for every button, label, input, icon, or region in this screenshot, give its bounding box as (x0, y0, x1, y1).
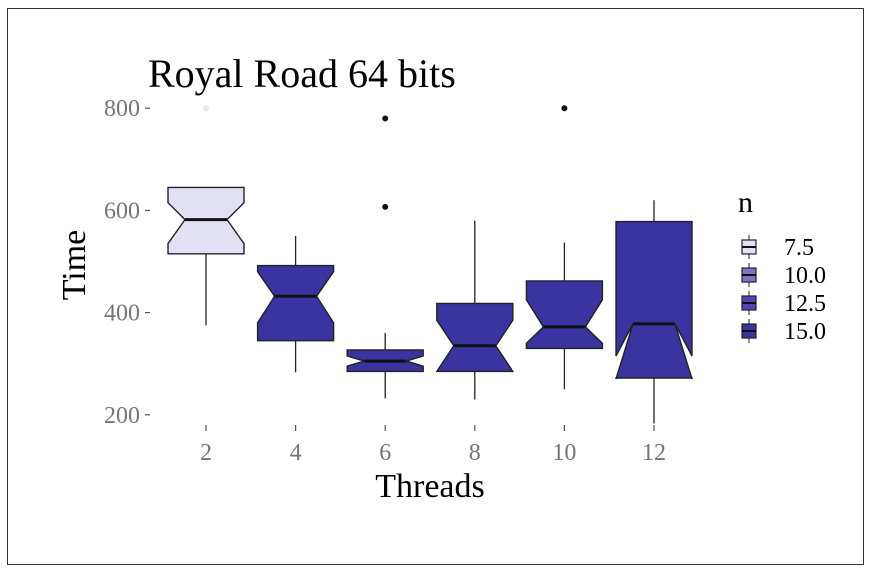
x-tick-label: 10 (552, 440, 576, 466)
y-axis-title: Time (56, 230, 93, 301)
legend-label: 7.5 (784, 235, 814, 261)
outlier-point (561, 105, 568, 112)
legend: n 7.510.012.515.0 (738, 186, 826, 345)
legend-label: 12.5 (784, 291, 826, 317)
box-body (525, 280, 604, 350)
outlier-point (382, 203, 389, 210)
y-tick-label: 400 (104, 301, 140, 327)
legend-item: 10.0 (741, 263, 826, 289)
box-6 (346, 115, 424, 399)
box-2 (167, 105, 245, 326)
y-tick-label: 800 (104, 96, 140, 122)
x-axis: 2 4 6 8 10 12 (200, 425, 666, 466)
box-8 (435, 220, 515, 400)
legend-item: 15.0 (741, 319, 826, 345)
box-10 (525, 105, 604, 390)
legend-label: 15.0 (784, 319, 826, 345)
legend-title: n (738, 186, 753, 219)
chart-frame (7, 8, 864, 565)
outlier-point (382, 115, 389, 122)
y-tick-label: 200 (104, 403, 140, 429)
y-tick-label: 600 (104, 198, 140, 224)
box-body (615, 220, 693, 380)
box-body (256, 264, 335, 342)
x-tick-label: 6 (379, 440, 391, 466)
box-body (435, 302, 515, 373)
box-12 (615, 200, 693, 424)
x-tick-label: 12 (642, 440, 666, 466)
outlier-point (203, 105, 209, 112)
legend-label: 10.0 (784, 263, 826, 289)
chart-title: Royal Road 64 bits (148, 51, 456, 96)
x-tick-label: 2 (200, 440, 212, 466)
box-4 (256, 235, 335, 373)
x-tick-label: 4 (290, 440, 302, 466)
x-tick-label: 8 (469, 440, 481, 466)
legend-item: 12.5 (741, 291, 826, 317)
y-axis: 200 400 600 800 (104, 96, 150, 429)
x-axis-title: Threads (375, 468, 485, 505)
box-series (167, 105, 693, 424)
legend-item: 7.5 (741, 235, 814, 261)
